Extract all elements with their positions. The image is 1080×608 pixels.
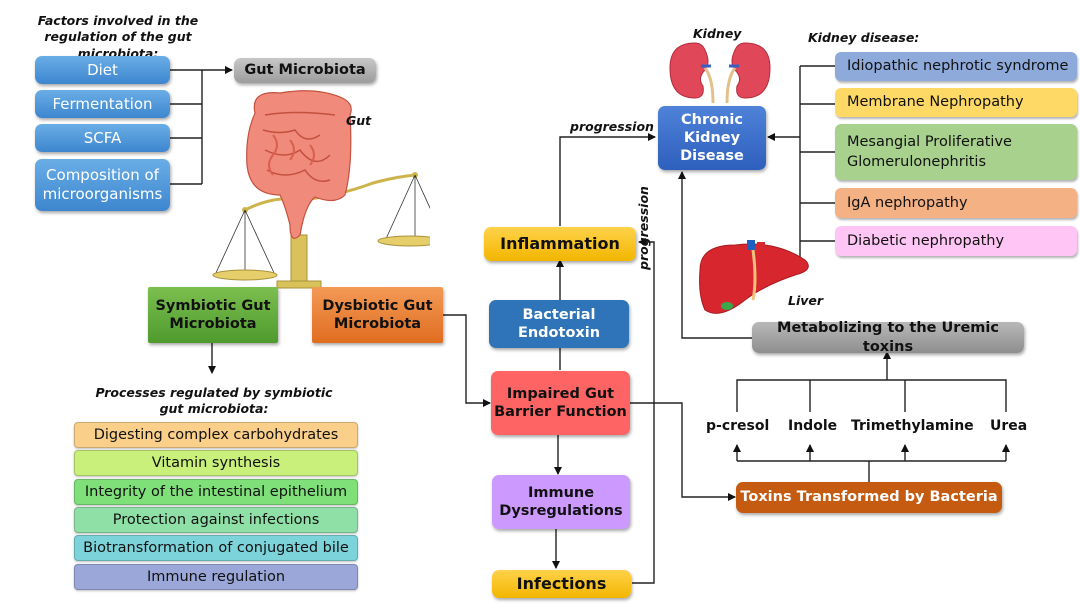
factor-composition: Composition of microorganisms <box>35 159 170 211</box>
progression-label-top: progression <box>570 119 654 134</box>
process-item: Vitamin synthesis <box>74 450 358 477</box>
dysbiotic-box: Dysbiotic Gut Microbiota <box>312 287 443 343</box>
immune-dysregulation-box: Immune Dysregulations <box>492 475 630 529</box>
symbiotic-box: Symbiotic Gut Microbiota <box>148 287 278 343</box>
toxin-trimethylamine: Trimethylamine <box>851 418 974 434</box>
metabolizing-box: Metabolizing to the Uremic toxins <box>752 320 1024 355</box>
factor-fermentation: Fermentation <box>35 90 170 118</box>
kidney-disease-item: Mesangial Proliferative Glomerulonephrit… <box>835 124 1077 180</box>
factors-caption: Factors involved in the regulation of th… <box>37 13 199 61</box>
liver-label: Liver <box>788 293 824 308</box>
arrow-metabolizing-to-ckd <box>678 171 752 339</box>
kidney-disease-item: IgA nephropathy <box>835 188 1077 218</box>
infections-box: Infections <box>492 570 631 598</box>
gut-scale-illustration <box>212 90 430 289</box>
gut-microbiota-box: Gut Microbiota <box>234 58 376 83</box>
endotoxin-box: Bacterial Endotoxin <box>489 300 629 348</box>
kidney-disease-item: Idiopathic nephrotic syndrome <box>835 52 1077 81</box>
arrow-inflammation-to-ckd <box>559 133 656 226</box>
gut-icon <box>246 90 352 239</box>
arrow-infections-to-inflammation <box>632 238 655 584</box>
kidney-label: Kidney <box>693 26 742 41</box>
toxin-indole: Indole <box>788 418 838 434</box>
toxin-urea: Urea <box>990 418 1028 434</box>
liver-icon <box>699 240 809 314</box>
arrow-barrier-to-toxins <box>630 402 736 501</box>
process-item: Digesting complex carbohydrates <box>74 422 358 448</box>
ckd-box: Chronic Kidney Disease <box>658 106 766 170</box>
factor-scfa: SCFA <box>35 124 170 152</box>
kidney-icon <box>669 42 771 103</box>
inflammation-box: Inflammation <box>484 227 636 261</box>
kidney-disease-caption: Kidney disease: <box>808 30 920 45</box>
kidney-disease-item: Membrane Nephropathy <box>835 88 1077 117</box>
factor-diet: Diet <box>35 56 170 84</box>
processes-caption: Processes regulated by symbiotic gut mic… <box>95 385 333 417</box>
progression-label-side: progression <box>636 186 651 270</box>
toxin-p-cresol: p-cresol <box>706 418 770 434</box>
kidney-disease-item: Diabetic nephropathy <box>835 226 1077 256</box>
process-item: Integrity of the intestinal epithelium <box>74 478 358 505</box>
process-item: Biotransformation of conjugated bile <box>74 535 358 562</box>
arrow-dysbiotic-to-barrier <box>443 314 491 407</box>
impaired-barrier-box: Impaired Gut Barrier Function <box>491 371 630 435</box>
gut-label: Gut <box>346 113 372 128</box>
process-item: Protection against infections <box>74 506 358 533</box>
process-item: Immune regulation <box>74 563 358 590</box>
toxins-transformed-box: Toxins Transformed by Bacteria <box>736 482 1002 513</box>
